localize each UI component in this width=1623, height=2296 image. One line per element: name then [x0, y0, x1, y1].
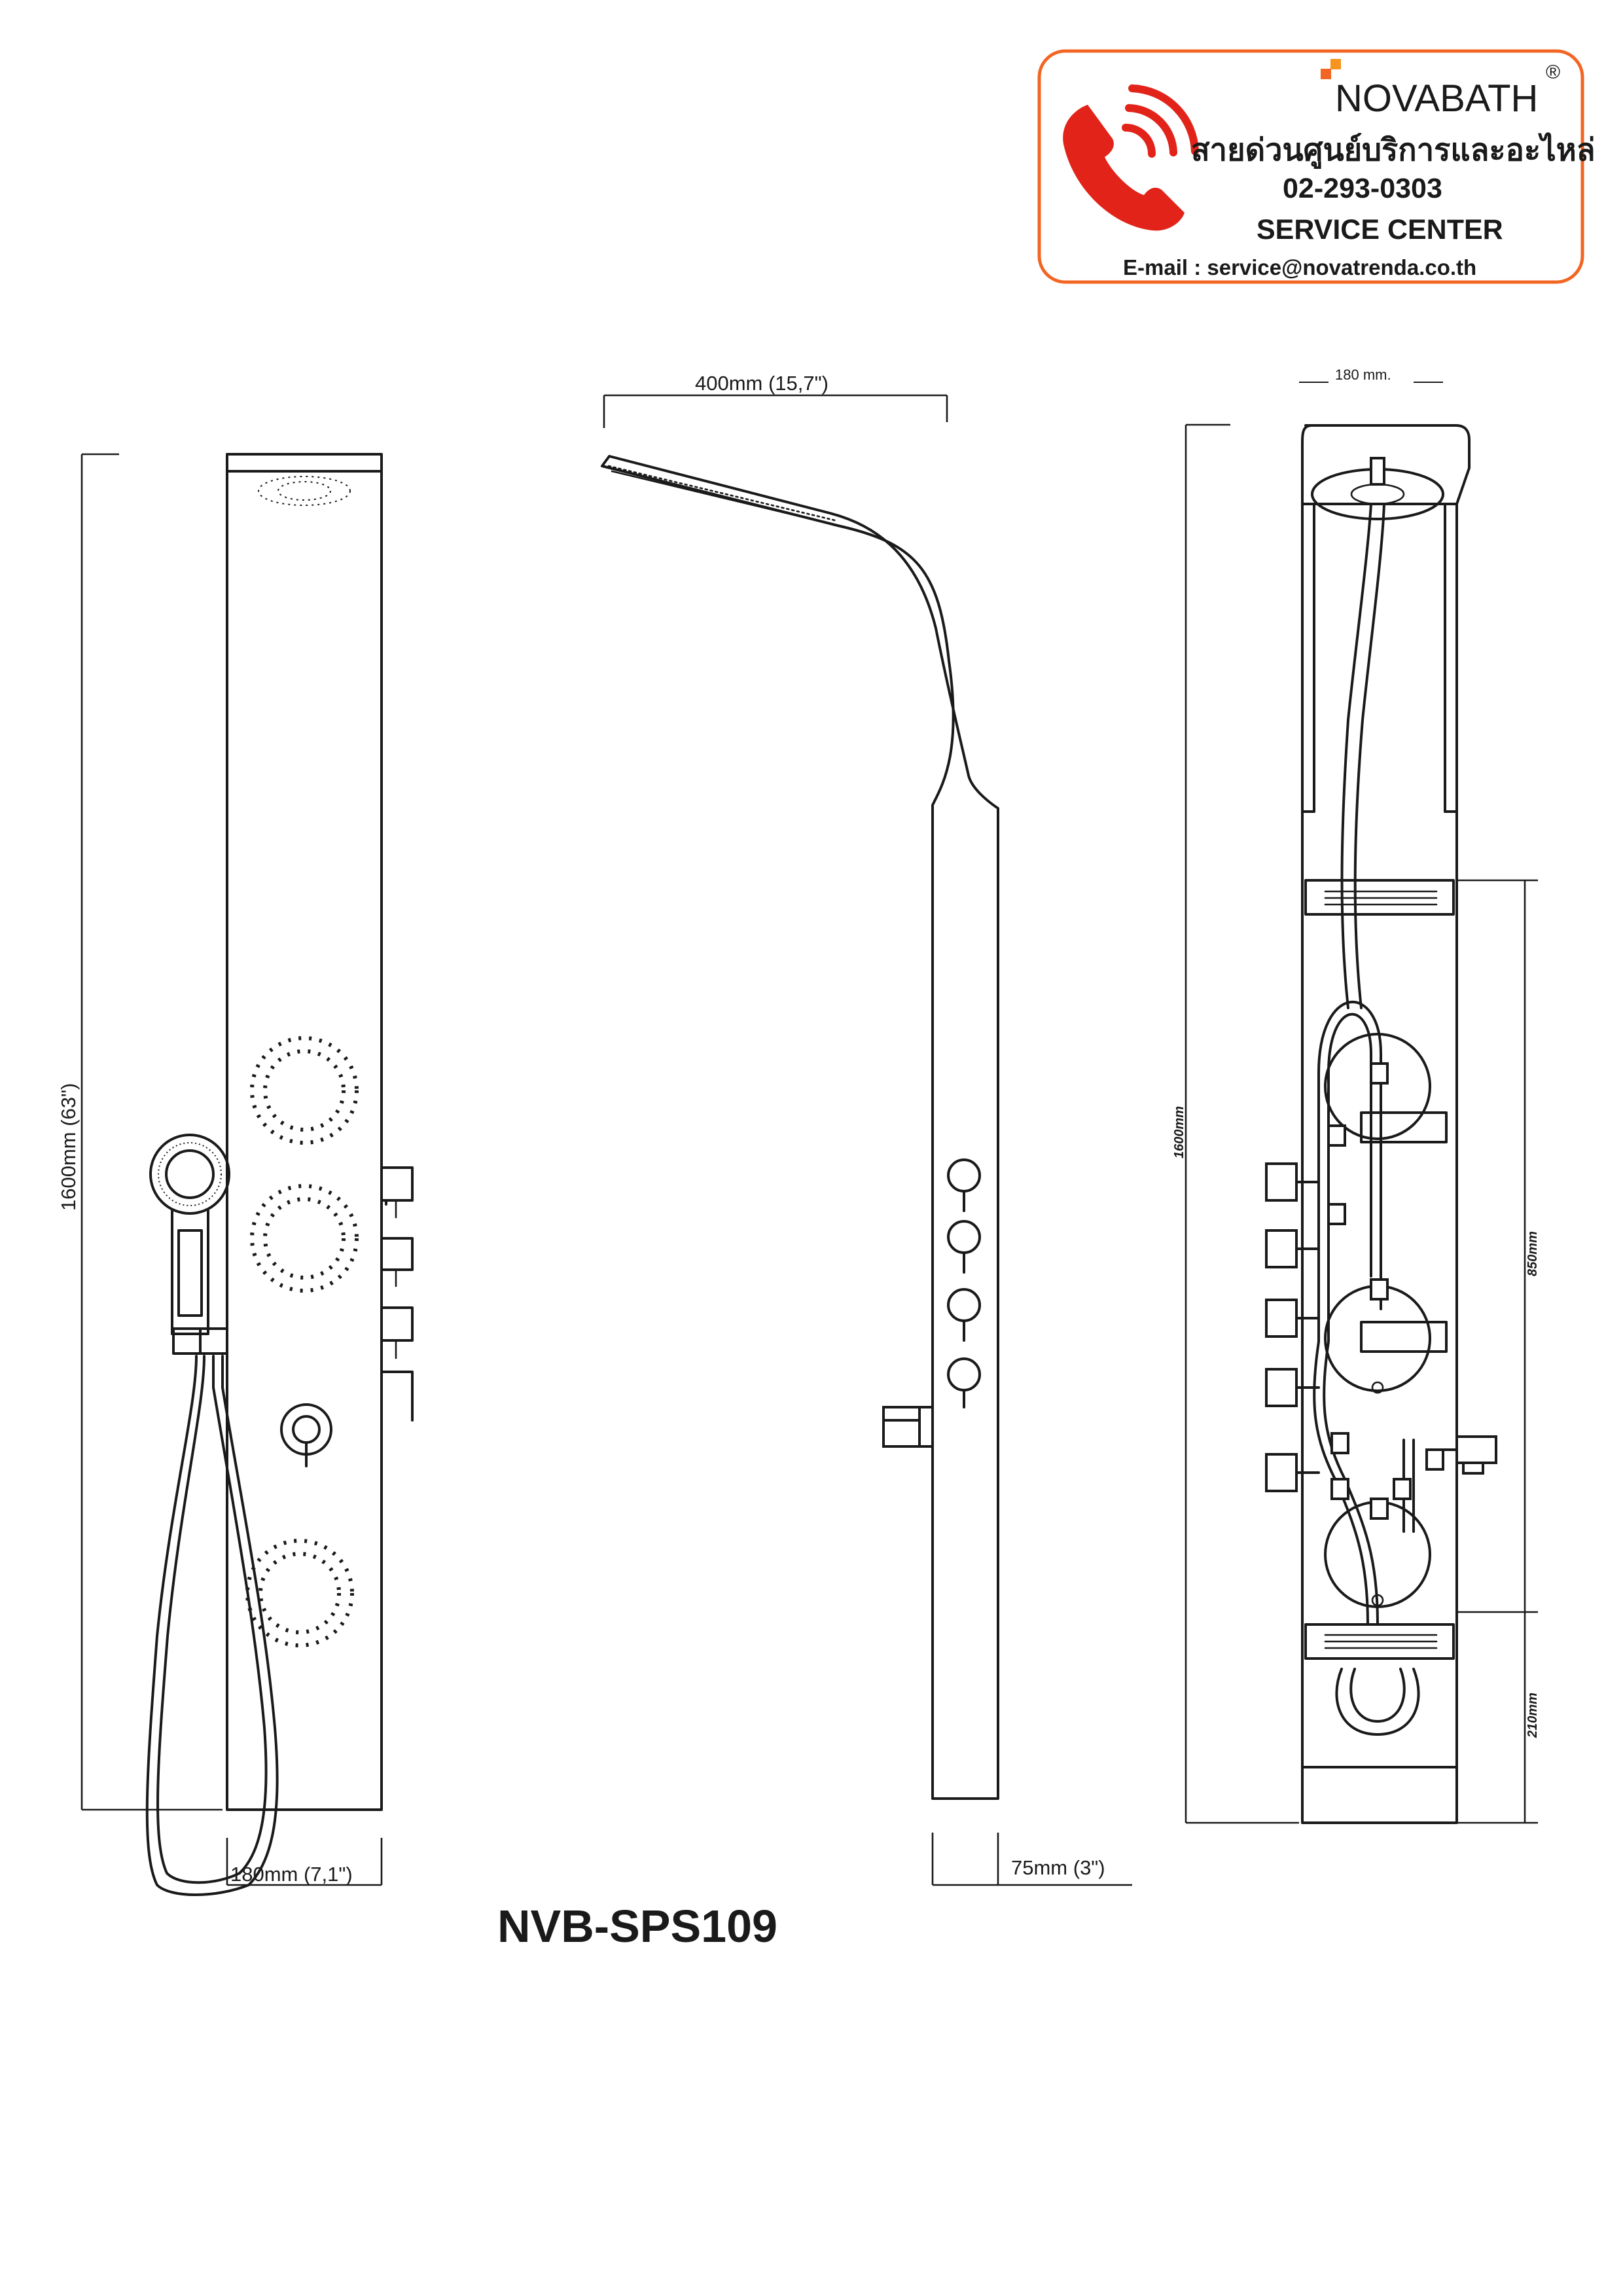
rear-jet-housings [1324, 1033, 1448, 1608]
registered-mark: ® [1546, 62, 1560, 83]
body-jet-3-icon [245, 1539, 354, 1647]
side-view: 400mm (15,7") [601, 372, 1132, 1886]
service-center-label: SERVICE CENTER [1257, 214, 1503, 245]
novabath-logo-icon [1321, 59, 1341, 79]
side-valve-knobs [380, 1166, 414, 1422]
rear-view: 180 mm. 1600mm [1172, 367, 1540, 1824]
rear-hose-upper [1340, 503, 1372, 1009]
model-number: NVB-SPS109 [497, 1901, 777, 1952]
front-height-dimension: 1600mm (63") [57, 453, 223, 1811]
mixer-knob-icon [280, 1403, 332, 1467]
phone-icon [1063, 84, 1199, 231]
front-width-dimension: 180mm (7,1") [226, 1838, 383, 1886]
email-line: E-mail : service@novatrenda.co.th [1123, 255, 1476, 279]
side-profile-outline [601, 455, 999, 1800]
rear-frame [1301, 424, 1471, 1824]
shower-hose [145, 1355, 279, 1896]
rear-right-dimensions: 850mm 210mm [1457, 879, 1540, 1824]
rear-height-label: 1600mm [1172, 1106, 1186, 1158]
rear-width-label: 180 mm. [1335, 367, 1391, 383]
rear-bracket-lower [1304, 1623, 1455, 1660]
body-jet-2-icon [250, 1184, 359, 1293]
side-knob-4-icon [947, 1357, 981, 1408]
hand-shower-icon [149, 1134, 230, 1355]
side-knob-2-icon [947, 1220, 981, 1274]
rear-mid-label: 850mm [1525, 1231, 1540, 1276]
side-knob-3-icon [947, 1288, 981, 1342]
front-panel [226, 453, 383, 1811]
top-nozzle-icon [258, 476, 351, 506]
rear-valve-knobs [1265, 1162, 1320, 1492]
rear-low-label: 210mm [1525, 1693, 1540, 1738]
rain-head-connector-icon [1311, 457, 1444, 520]
side-knob-1-icon [947, 1158, 981, 1212]
side-reach-label: 400mm (15,7") [695, 372, 829, 395]
hotline-thai: สายด่วนศูนย์บริการและอะไหล่ [1191, 132, 1596, 170]
rear-width-dimension: 180 mm. [1299, 367, 1443, 383]
rear-bracket-upper [1304, 879, 1455, 916]
front-height-label: 1600mm (63") [57, 1083, 80, 1211]
body-jet-1-icon [250, 1036, 359, 1145]
side-reach-dimension: 400mm (15,7") [603, 372, 948, 428]
front-view: 1600mm (63") [57, 453, 414, 1896]
rear-height-dimension: 1600mm [1172, 423, 1299, 1824]
side-depth-label: 75mm (3") [1011, 1856, 1105, 1879]
rear-outlet-connector-icon [1442, 1435, 1497, 1475]
side-holder-icon [882, 1406, 934, 1448]
rear-fittings [1327, 1062, 1444, 1520]
front-width-label: 180mm (7,1") [230, 1863, 353, 1886]
side-depth-dimension: 75mm (3") [931, 1833, 1132, 1886]
service-center-badge: NOVABATH ® สายด่วนศูนย์บริการและอะไหล่ 0… [1037, 49, 1596, 284]
brand-name: NOVABATH [1335, 77, 1538, 120]
phone-number: 02-293-0303 [1283, 173, 1442, 204]
